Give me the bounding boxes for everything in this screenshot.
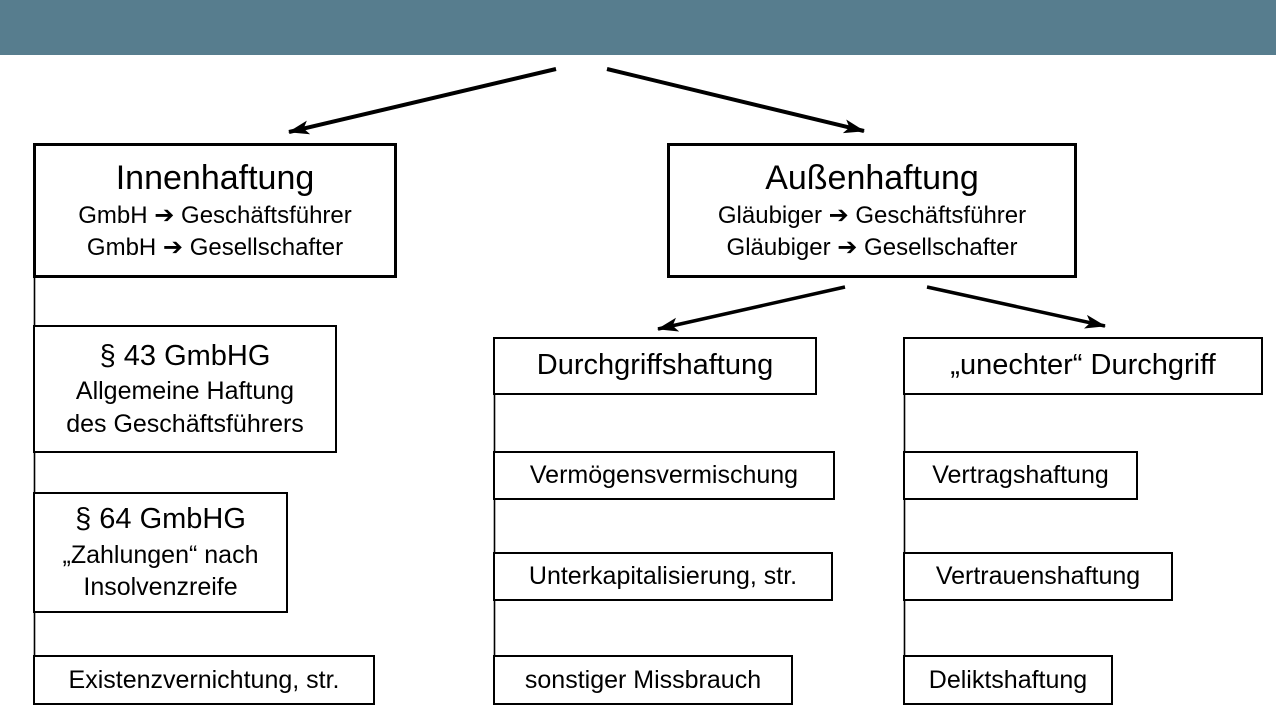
sonstiger-missbrauch-label: sonstiger Missbrauch — [524, 665, 762, 694]
arrow-root-to-innenhaftung — [288, 67, 557, 135]
durchgriffshaftung-box: Durchgriffshaftung — [493, 337, 817, 395]
section-64-gmbhg-box: § 64 GmbHG „Zahlungen“ nach Insolvenzrei… — [33, 492, 288, 613]
section-64-line-2: Insolvenzreife — [83, 573, 238, 602]
deliktshaftung-label: Deliktshaftung — [928, 665, 1088, 694]
section-43-gmbhg-box: § 43 GmbHG Allgemeine Haftung des Geschä… — [33, 325, 337, 453]
section-43-title: § 43 GmbHG — [99, 339, 271, 372]
section-43-line-2: des Geschäftsführers — [66, 409, 304, 438]
slide-header-bar — [0, 0, 1276, 55]
section-43-line-1: Allgemeine Haftung — [75, 377, 295, 406]
innenhaftung-line-1: GmbH ➔ Geschäftsführer — [78, 201, 352, 229]
innenhaftung-title: Innenhaftung — [115, 159, 315, 198]
vertrauenshaftung-box: Vertrauenshaftung — [903, 552, 1173, 601]
section-64-title: § 64 GmbHG — [75, 503, 246, 536]
arrow-root-to-aussenhaftung — [606, 67, 865, 134]
section-64-line-1: „Zahlungen“ nach — [62, 540, 259, 569]
unechter-durchgriff-label: „unechter“ Durchgriff — [950, 349, 1216, 382]
unterkapitalisierung-label: Unterkapitalisierung, str. — [528, 562, 798, 591]
sonstiger-missbrauch-box: sonstiger Missbrauch — [493, 655, 793, 705]
vertragshaftung-label: Vertragshaftung — [932, 461, 1109, 490]
vermoegensvermischung-box: Vermögensvermischung — [493, 451, 835, 500]
arrow-aussen-to-durchgriffshaftung — [657, 285, 846, 332]
innenhaftung-box: Innenhaftung GmbH ➔ Geschäftsführer GmbH… — [33, 143, 397, 278]
unechter-durchgriff-box: „unechter“ Durchgriff — [903, 337, 1263, 395]
aussenhaftung-title: Außenhaftung — [765, 159, 979, 198]
vermoegensvermischung-label: Vermögensvermischung — [529, 461, 799, 490]
aussenhaftung-line-2: Gläubiger ➔ Gesellschafter — [726, 233, 1018, 261]
innenhaftung-line-2: GmbH ➔ Gesellschafter — [86, 233, 344, 261]
deliktshaftung-box: Deliktshaftung — [903, 655, 1113, 705]
arrow-aussen-to-unechter-durchgriff — [926, 285, 1106, 329]
durchgriffshaftung-label: Durchgriffshaftung — [536, 349, 774, 382]
existenzvernichtung-box: Existenzvernichtung, str. — [33, 655, 375, 705]
existenzvernichtung-label: Existenzvernichtung, str. — [68, 665, 340, 694]
vertrauenshaftung-label: Vertrauenshaftung — [935, 562, 1141, 591]
aussenhaftung-box: Außenhaftung Gläubiger ➔ Geschäftsführer… — [667, 143, 1077, 278]
vertragshaftung-box: Vertragshaftung — [903, 451, 1138, 500]
unterkapitalisierung-box: Unterkapitalisierung, str. — [493, 552, 833, 601]
aussenhaftung-line-1: Gläubiger ➔ Geschäftsführer — [717, 201, 1027, 229]
